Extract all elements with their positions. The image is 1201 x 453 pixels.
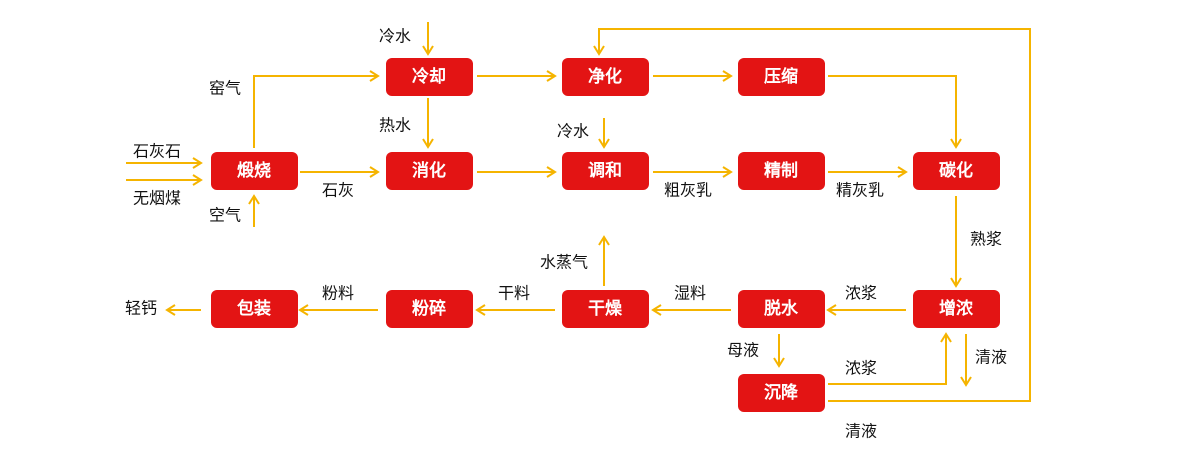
node-thicken: 增浓 — [913, 290, 1000, 328]
arrow-carbonize-to-thicken — [950, 196, 962, 288]
arrow-refine-to-carbonize — [828, 166, 908, 178]
arrow-air-to-calcine — [248, 194, 260, 227]
node-refine: 精制 — [738, 152, 825, 190]
label-steam: 水蒸气 — [540, 253, 588, 272]
label-kiln-gas: 窑气 — [209, 79, 241, 98]
arrow-crush-to-package — [298, 304, 378, 316]
label-cooked-slurry: 熟浆 — [970, 230, 1002, 249]
node-label-carbonize: 碳化 — [939, 160, 973, 181]
arrow-calcine-to-slake — [300, 166, 380, 178]
node-label-refine: 精制 — [764, 160, 798, 181]
arrow-thicken-clear-out — [960, 334, 972, 387]
arrow-blend-to-refine — [653, 166, 733, 178]
node-label-calcine: 煅烧 — [237, 160, 271, 181]
arrow-coldwater-to-cool — [422, 22, 434, 56]
node-label-purify: 净化 — [588, 66, 622, 87]
arrow-settle-to-purify-loop — [593, 28, 1031, 402]
label-wet-material: 湿料 — [674, 284, 706, 303]
node-purify: 净化 — [562, 58, 649, 96]
node-label-thicken: 增浓 — [939, 298, 974, 319]
label-coarse-milk: 粗灰乳 — [664, 181, 712, 200]
node-dry: 干燥 — [562, 290, 649, 328]
node-crush: 粉碎 — [386, 290, 473, 328]
node-label-slake: 消化 — [412, 160, 446, 181]
label-fine-milk: 精灰乳 — [836, 181, 884, 200]
arrow-settle-to-thicken — [828, 332, 952, 385]
node-blend: 调和 — [562, 152, 649, 190]
arrow-compress-to-carbonize — [828, 75, 962, 149]
arrow-purify-to-compress — [653, 70, 733, 82]
node-slake: 消化 — [386, 152, 473, 190]
label-lime: 石灰 — [322, 181, 354, 200]
process-nodes: 煅烧 冷却 净化 压缩 消化 调和 — [211, 58, 1000, 412]
label-anthracite: 无烟煤 — [133, 189, 181, 208]
arrow-anthracite-to-calcine — [126, 174, 203, 186]
arrow-dewater-to-settle — [773, 334, 785, 368]
flow-labels: 石灰石 无烟煤 窑气 空气 冷水 热水 石灰 冷水 粗灰乳 精灰乳 熟浆 浓浆 … — [125, 27, 1007, 441]
label-dry-material: 干料 — [498, 284, 530, 303]
flow-lines — [126, 22, 1031, 402]
label-thick-slurry-2: 浓浆 — [845, 359, 877, 378]
label-light-calcium: 轻钙 — [125, 299, 157, 318]
arrow-dewater-to-dry — [651, 304, 731, 316]
label-mother-liquor: 母液 — [727, 341, 759, 360]
label-air: 空气 — [209, 206, 241, 225]
node-cool: 冷却 — [386, 58, 473, 96]
arrow-calcine-to-cool — [253, 70, 380, 148]
node-calcine: 煅烧 — [211, 152, 298, 190]
node-label-compress: 压缩 — [764, 66, 798, 87]
label-cold-water-1: 冷水 — [379, 27, 411, 46]
node-dewater: 脱水 — [738, 290, 825, 328]
arrow-dry-steam-out — [598, 235, 610, 286]
node-label-crush: 粉碎 — [412, 298, 446, 319]
arrow-cool-to-purify — [477, 70, 557, 82]
arrow-thicken-to-dewater — [826, 304, 906, 316]
arrow-cool-to-slake — [422, 98, 434, 149]
label-limestone: 石灰石 — [133, 142, 181, 161]
arrow-coldwater-to-blend — [598, 118, 610, 149]
arrow-limestone-to-calcine — [126, 157, 203, 169]
label-hot-water: 热水 — [379, 116, 411, 135]
label-cold-water-2: 冷水 — [557, 122, 589, 141]
node-package: 包装 — [211, 290, 298, 328]
node-compress: 压缩 — [738, 58, 825, 96]
arrow-package-to-product — [165, 304, 201, 316]
label-powder: 粉料 — [322, 284, 354, 303]
label-clear-liquid-2: 清液 — [845, 422, 877, 441]
node-label-blend: 调和 — [588, 161, 622, 181]
label-thick-slurry-1: 浓浆 — [845, 284, 877, 303]
node-carbonize: 碳化 — [913, 152, 1000, 190]
node-label-cool: 冷却 — [412, 66, 446, 87]
node-label-dewater: 脱水 — [764, 298, 799, 319]
arrow-dry-to-crush — [475, 304, 555, 316]
arrow-slake-to-blend — [477, 166, 557, 178]
label-clear-liquid-1: 清液 — [975, 348, 1007, 367]
node-label-dry: 干燥 — [588, 299, 623, 319]
node-label-settle: 沉降 — [764, 382, 799, 403]
node-label-package: 包装 — [237, 298, 271, 319]
node-settle: 沉降 — [738, 374, 825, 412]
